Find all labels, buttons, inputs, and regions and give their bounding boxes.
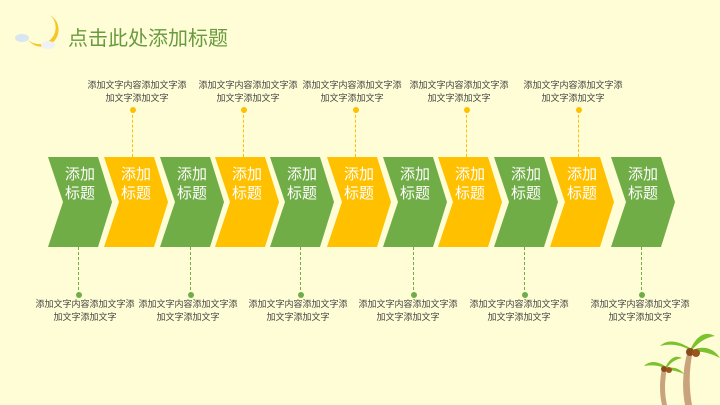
connector-line (243, 110, 244, 157)
chevron-shape (494, 157, 558, 247)
chevron-shape (215, 157, 279, 247)
chevron-label: 添加标题 (400, 165, 431, 202)
chevron-polygon (327, 157, 391, 247)
connector-dot (575, 107, 582, 113)
note-text: 添加文字内容添加文字添加文字添加文字 (87, 81, 187, 104)
chevron-step[interactable]: 添加标题 (215, 157, 279, 247)
chevron-step[interactable]: 添加标题 (494, 157, 558, 247)
note-text: 添加文字内容添加文字添加文字添加文字 (248, 300, 348, 323)
chevron-polygon (611, 157, 675, 247)
chevron-label: 添加标题 (232, 165, 263, 202)
chevron-step[interactable]: 添加标题 (104, 157, 168, 247)
chevron-shape (327, 157, 391, 247)
chevron-shape (611, 157, 675, 247)
connector-dot (75, 292, 82, 298)
connector-dot (638, 292, 645, 298)
chevron-label: 添加标题 (287, 165, 318, 202)
connector-line (132, 110, 133, 157)
connector-line (578, 110, 579, 157)
chevron-label: 添加标题 (455, 165, 486, 202)
connector-dot (297, 292, 304, 298)
chevron-label: 添加标题 (177, 165, 208, 202)
connector-line (641, 247, 642, 295)
page-title: 点击此处添加标题 (68, 26, 228, 50)
connector-dot (187, 292, 194, 298)
chevron-step[interactable]: 添加标题 (48, 157, 112, 247)
note-text: 添加文字内容添加文字添加文字添加文字 (138, 300, 238, 323)
connector-line (300, 247, 301, 295)
connector-dot (521, 292, 528, 298)
chevron-polygon (48, 157, 112, 247)
connector-dot (129, 107, 136, 113)
connector-line (413, 247, 414, 295)
chevron-step[interactable]: 添加标题 (438, 157, 502, 247)
note-text: 添加文字内容添加文字添加文字添加文字 (590, 300, 690, 323)
connector-line (78, 247, 79, 295)
chevron-polygon (550, 157, 614, 247)
connector-line (190, 247, 191, 295)
note-text: 添加文字内容添加文字添加文字添加文字 (469, 300, 569, 323)
chevron-label: 添加标题 (567, 165, 598, 202)
note-text: 添加文字内容添加文字添加文字添加文字 (523, 81, 623, 104)
chevron-step[interactable]: 添加标题 (270, 157, 334, 247)
chevron-shape (104, 157, 168, 247)
note-text: 添加文字内容添加文字添加文字添加文字 (302, 81, 402, 104)
chevron-label: 添加标题 (511, 165, 542, 202)
connector-dot (352, 107, 359, 113)
note-text: 添加文字内容添加文字添加文字添加文字 (35, 300, 135, 323)
note-text: 添加文字内容添加文字添加文字添加文字 (409, 81, 509, 104)
chevron-polygon (438, 157, 502, 247)
chevron-polygon (270, 157, 334, 247)
chevron-polygon (494, 157, 558, 247)
chevron-shape (383, 157, 447, 247)
chevron-polygon (383, 157, 447, 247)
connector-dot (410, 292, 417, 298)
chevron-polygon (215, 157, 279, 247)
note-text: 添加文字内容添加文字添加文字添加文字 (198, 81, 298, 104)
chevron-step[interactable]: 添加标题 (550, 157, 614, 247)
chevron-shape (550, 157, 614, 247)
connector-line (524, 247, 525, 295)
chevron-step[interactable]: 添加标题 (327, 157, 391, 247)
palm-tree-icon (644, 333, 720, 405)
connector-line (466, 110, 467, 157)
chevron-step[interactable]: 添加标题 (611, 157, 675, 247)
connector-line (355, 110, 356, 157)
chevron-label: 添加标题 (121, 165, 152, 202)
chevron-label: 添加标题 (628, 165, 659, 202)
chevron-shape (48, 157, 112, 247)
chevron-label: 添加标题 (344, 165, 375, 202)
chevron-step[interactable]: 添加标题 (383, 157, 447, 247)
chevron-polygon (104, 157, 168, 247)
chevron-shape (160, 157, 224, 247)
moon-icon (15, 15, 59, 49)
chevron-shape (270, 157, 334, 247)
chevron-label: 添加标题 (65, 165, 96, 202)
chevron-polygon (160, 157, 224, 247)
connector-dot (240, 107, 247, 113)
chevron-step[interactable]: 添加标题 (160, 157, 224, 247)
chevron-shape (438, 157, 502, 247)
note-text: 添加文字内容添加文字添加文字添加文字 (358, 300, 458, 323)
connector-dot (463, 107, 470, 113)
